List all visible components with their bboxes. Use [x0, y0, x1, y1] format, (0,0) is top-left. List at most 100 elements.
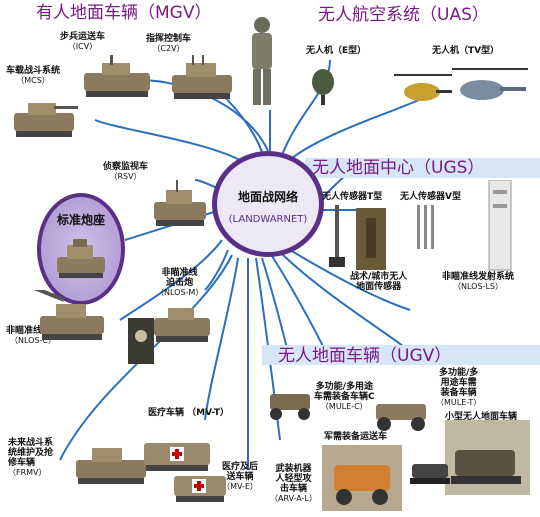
label-icv: 步兵运送车 （ICV） [60, 32, 105, 52]
label-nlos-c-code: （NLOS-C） [10, 336, 57, 345]
link-mcs [94, 119, 241, 161]
label-transport: 军需装备运送车 [324, 432, 388, 442]
label-nlos-c: 非瞄准线火炮 （NLOS-C） [6, 326, 60, 346]
label-urban-name2: 地面传感器 [356, 282, 402, 292]
label-arv-code: （ARV-A-L） [270, 494, 317, 503]
mv-t-vehicle-icon [144, 443, 210, 471]
hub-subtitle: (LANDWARNET) [228, 214, 308, 225]
label-mv-e: 医疗及后 送车辆 （MV-E） [222, 462, 258, 492]
soldier-icon [252, 17, 272, 105]
label-nlos-ls-name: 非瞄准线发射系统 [442, 272, 515, 282]
label-mule-t-name1: 多功能/多 [439, 368, 479, 378]
label-rsv-name: 侦察监视车 [103, 162, 149, 172]
link-ugv-e [289, 249, 411, 311]
mcs-vehicle-icon [14, 103, 78, 137]
icv-vehicle-icon [84, 55, 150, 97]
label-frmv-name1: 未来战斗系 [8, 438, 54, 448]
label-sensor-t: 无人传感器T型 [322, 192, 383, 202]
label-mule-c: 多功能/多用途 车需装备车辆C （MULE-C） [314, 382, 375, 412]
cannon-label: 标准炮座 [56, 213, 105, 227]
link-uas [281, 59, 331, 156]
label-arv: 武装机器 人轻型攻 击车辆 （ARV-A-L） [270, 464, 317, 504]
c2v-vehicle-icon [172, 55, 232, 99]
mv-e-vehicle-icon [174, 476, 226, 502]
label-icv-code: （ICV） [67, 42, 98, 51]
label-urban-name1: 战术/城市无人 [350, 272, 408, 282]
label-arv-name3: 击车辆 [279, 484, 307, 494]
label-small-ugv: 小型无人地面车辆 [445, 412, 518, 422]
label-mcs-code: （MCS） [16, 76, 50, 85]
label-rsv-code: （RSV） [109, 172, 142, 181]
section-title-ugs: 无人地面中心（UGS） [312, 158, 485, 178]
mortar-photo-icon [128, 318, 154, 364]
label-mule-t-name3: 装备车辆 [440, 388, 477, 398]
label-mv-t: 医疗车辆 （MV-T） [148, 408, 229, 418]
label-mv-t-code: （MV-T） [187, 408, 229, 418]
label-nlos-ls-code: （NLOS-LS） [453, 282, 503, 291]
sensor-t-icon [329, 205, 345, 267]
transport-photo-icon [322, 445, 402, 511]
label-uav-e: 无人机（E型） [306, 46, 367, 56]
section-title-mgv: 有人地面车辆（MGV） [36, 3, 212, 23]
standard-cannon-chassis: 标准炮座 [37, 193, 125, 305]
link-nlos-m [204, 249, 229, 291]
link-nlos-c [119, 239, 223, 321]
label-mule-t-code: （MULE-T） [436, 398, 482, 407]
nlos-c-vehicle-icon [26, 290, 104, 340]
ugv-section-band [262, 345, 540, 365]
sensor-v-icon [417, 205, 434, 249]
label-frmv-code: （FRMV） [8, 468, 47, 477]
rsv-vehicle-icon [154, 180, 206, 226]
link-mvt [204, 257, 239, 421]
small-ugv-icon [410, 464, 450, 484]
label-urban-sensor: 战术/城市无人 地面传感器 [350, 272, 407, 292]
mule-c-vehicle-icon [376, 404, 426, 431]
label-mule-c-name1: 多功能/多用途 [315, 382, 373, 392]
label-mv-t-name: 医疗车辆 [148, 408, 185, 418]
urban-sensor-icon [356, 208, 386, 270]
label-frmv-name2: 统维护及抢 [8, 448, 54, 458]
label-nlos-m: 非瞄准线 迫击炮 （NLOS-M） [156, 268, 203, 298]
link-icv [139, 79, 269, 152]
label-mule-c-code: （MULE-C） [320, 402, 368, 411]
section-title-ugv: 无人地面车辆（UGV） [278, 346, 452, 366]
frmv-vehicle-icon [76, 448, 146, 484]
label-mv-e-code: （MV-E） [222, 482, 258, 491]
label-arv-name2: 人轻型攻 [275, 474, 312, 484]
label-mv-e-name1: 医疗及后 [222, 462, 259, 472]
uav-e-icon [312, 69, 334, 105]
uav-tv-icon [452, 68, 528, 100]
uav-tv-small-icon [394, 74, 452, 101]
nlos-ls-icon [488, 180, 512, 271]
label-nlos-ls: 非瞄准线发射系统 （NLOS-LS） [442, 272, 514, 292]
mule-t-photo-icon [445, 420, 530, 495]
label-icv-name: 步兵运送车 [60, 32, 106, 42]
label-c2v: 指挥控制车 （C2V） [146, 34, 191, 54]
label-uav-tv: 无人机（TV型） [432, 46, 500, 56]
label-frmv: 未来战斗系 统维护及抢 修车辆 （FRMV） [8, 438, 53, 478]
label-c2v-name: 指挥控制车 [146, 34, 192, 44]
label-mule-t-name2: 用途车需 [440, 378, 477, 388]
label-arv-name1: 武装机器 [275, 464, 312, 474]
label-nlos-m-name2: 迫击炮 [166, 278, 194, 288]
label-nlos-c-name: 非瞄准线火炮 [6, 326, 61, 336]
label-nlos-m-code: （NLOS-M） [156, 288, 204, 297]
label-mule-c-name2: 车需装备车辆C [314, 392, 375, 402]
label-mcs-name: 车载战斗系统 [6, 66, 61, 76]
label-mule-t: 多功能/多 用途车需 装备车辆 （MULE-T） [436, 368, 481, 408]
section-title-uas: 无人航空系统（UAS） [318, 5, 489, 25]
cannon-vehicle-icon [57, 239, 105, 278]
label-sensor-v: 无人传感器V型 [400, 192, 461, 202]
label-c2v-code: （C2V） [152, 44, 185, 53]
hub-title: 地面战网络 [237, 190, 298, 204]
label-nlos-m-name1: 非瞄准线 [161, 268, 198, 278]
label-rsv: 侦察监视车 （RSV） [103, 162, 148, 182]
landwarnet-hub: 地面战网络 (LANDWARNET) [212, 151, 324, 257]
label-mcs: 车载战斗系统 （MCS） [6, 66, 60, 86]
arv-small-icon [270, 394, 310, 420]
ugs-section-band [305, 158, 540, 178]
label-frmv-name3: 修车辆 [8, 458, 36, 468]
nlos-m-vehicle-icon [154, 308, 210, 342]
label-mv-e-name2: 送车辆 [226, 472, 254, 482]
